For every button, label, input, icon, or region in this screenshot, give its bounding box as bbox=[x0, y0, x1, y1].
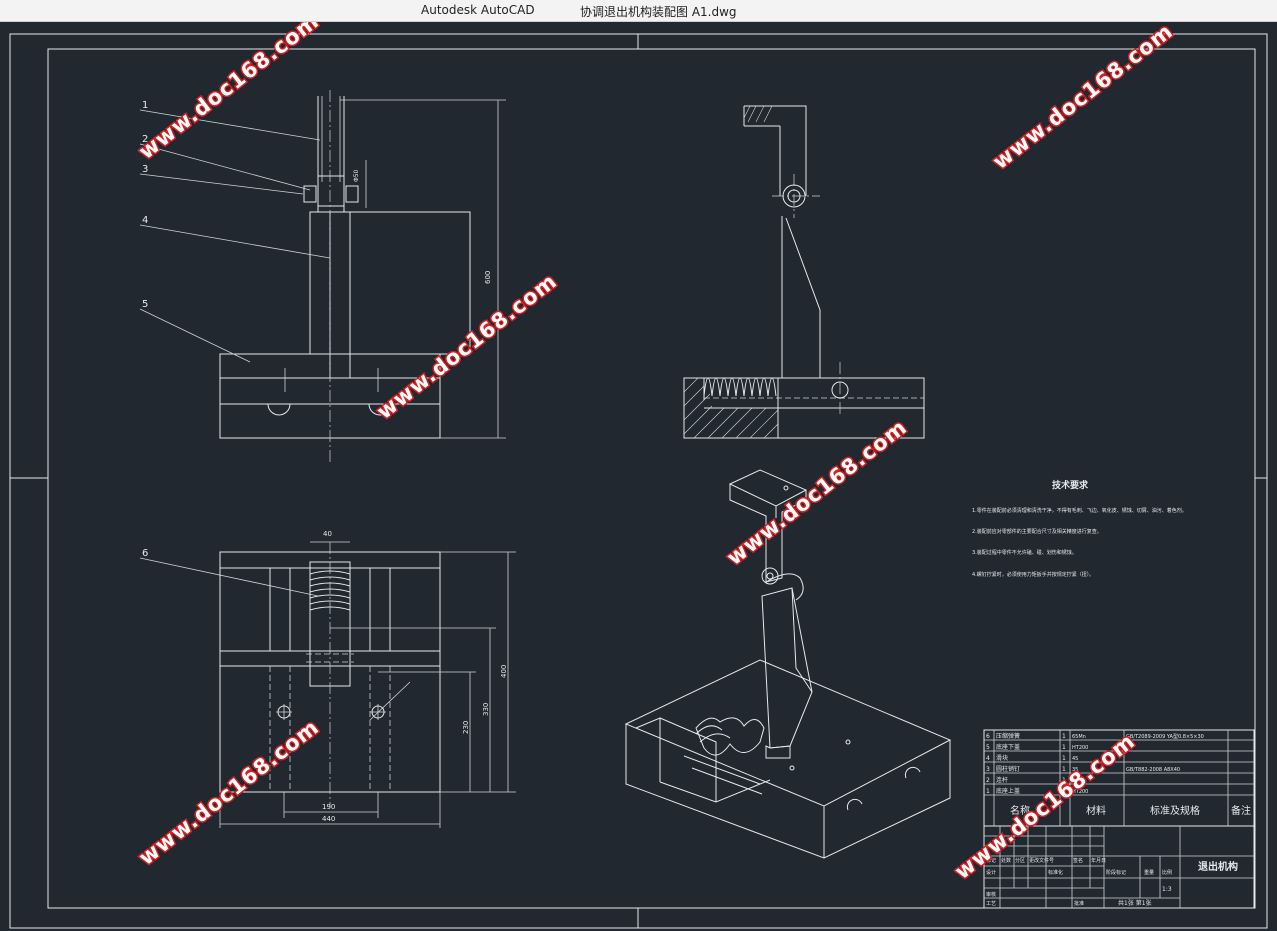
svg-text:审核: 审核 bbox=[986, 891, 996, 898]
bom-cell-material: HT200 bbox=[1072, 745, 1088, 751]
dim-440: 440 bbox=[322, 815, 335, 823]
bom-cell-standard: GB/T882-2008 A8X40 bbox=[1126, 767, 1180, 773]
bom-cell-name: 滑块 bbox=[996, 754, 1008, 762]
svg-text:标准及规格: 标准及规格 bbox=[1150, 804, 1200, 817]
watermark-3: www.doc168.com bbox=[372, 269, 561, 424]
svg-text:签名: 签名 bbox=[1073, 857, 1083, 864]
watermarks: www.doc168.com www.doc168.com www.doc168… bbox=[133, 22, 1179, 885]
dim-400: 400 bbox=[500, 665, 508, 678]
part-label-2: 2 bbox=[142, 134, 148, 145]
bom-cell-no: 2 bbox=[986, 777, 990, 784]
tech-item-2: 2.装配前应对零部件的主要配合尺寸及相关精度进行复查。 bbox=[972, 528, 1102, 535]
tech-item-3: 3.装配过程中零件不允许磕、碰、划伤和锈蚀。 bbox=[972, 549, 1077, 556]
bom-cell-material: 45 bbox=[1072, 778, 1078, 784]
scale-value: 1:3 bbox=[1162, 886, 1172, 893]
bom-cell-no: 6 bbox=[986, 733, 990, 740]
drawing-svg: 600 Φ50 1 2 3 4 5 6 bbox=[9, 22, 1268, 929]
bom-cell-qty: 1 bbox=[1062, 744, 1066, 751]
isometric-view bbox=[624, 469, 952, 859]
bom-cell-qty: 1 bbox=[1062, 766, 1066, 773]
bom-cell-qty: 1 bbox=[1062, 755, 1066, 762]
tech-item-1: 1.零件在装配前必须清理和清洗干净，不得有毛刺、飞边、氧化皮、锈蚀、切屑、油污、… bbox=[972, 507, 1187, 514]
top-view: 40 400 330 230 190 440 bbox=[219, 530, 516, 828]
bom-cell-name: 底座下盖 bbox=[996, 743, 1020, 751]
svg-text:材料: 材料 bbox=[1086, 804, 1106, 817]
bom-cell-material: HT200 bbox=[1072, 789, 1088, 795]
bom-cell-no: 4 bbox=[986, 755, 990, 762]
window-titlebar: Autodesk AutoCAD 协调退出机构装配图 A1.dwg bbox=[0, 0, 1277, 22]
bom-cell-qty: 1 bbox=[1062, 777, 1066, 784]
svg-text:分区: 分区 bbox=[1015, 857, 1025, 864]
bom-cell-name: 压缩弹簧 bbox=[996, 732, 1020, 740]
svg-text:备注: 备注 bbox=[1231, 804, 1251, 817]
part-label-5: 5 bbox=[142, 299, 148, 310]
svg-text:更改文件号: 更改文件号 bbox=[1029, 857, 1054, 864]
dim-190: 190 bbox=[322, 803, 335, 811]
svg-text:比例: 比例 bbox=[1162, 869, 1172, 876]
svg-text:标记: 标记 bbox=[986, 857, 996, 864]
bom-cell-standard: GB/T2089-2009 YA型0.8×5×30 bbox=[1126, 733, 1204, 740]
title-block: 标记 处数 分区 更改文件号 签名 年月日 设计 标准化 审核 工艺 批准 阶段… bbox=[983, 825, 1255, 909]
bom-cell-name: 连杆 bbox=[996, 776, 1008, 784]
svg-text:批准: 批准 bbox=[1074, 900, 1084, 907]
bom-cell-name: 底座上盖 bbox=[996, 787, 1020, 795]
svg-text:名称: 名称 bbox=[1010, 804, 1030, 817]
bom-cell-material: 45 bbox=[1072, 756, 1078, 762]
svg-text:年月日: 年月日 bbox=[1091, 857, 1106, 864]
watermark-1: www.doc168.com bbox=[134, 22, 323, 164]
drawing-canvas[interactable]: 600 Φ50 1 2 3 4 5 6 bbox=[0, 22, 1277, 931]
bom-rows: 6 压缩弹簧 1 65Mn GB/T2089-2009 YA型0.8×5×30 5 底座下盖… bbox=[986, 732, 1204, 795]
watermark-2: www.doc168.com bbox=[988, 22, 1177, 174]
part-label-6: 6 bbox=[142, 548, 148, 559]
part-leaders: 1 2 3 4 5 6 bbox=[139, 100, 331, 597]
section-view bbox=[683, 105, 925, 439]
part-label-4: 4 bbox=[142, 215, 148, 226]
bom-cell-material: 65Mn bbox=[1072, 734, 1086, 740]
svg-text:阶段标记: 阶段标记 bbox=[1106, 869, 1126, 876]
svg-text:工艺: 工艺 bbox=[986, 901, 996, 907]
sheet-count: 共1张 第1张 bbox=[1118, 899, 1152, 907]
bom-cell-name: 圆柱销钉 bbox=[996, 765, 1020, 773]
front-view: 600 Φ50 bbox=[219, 90, 506, 464]
dim-40: 40 bbox=[323, 530, 332, 538]
bom-cell-material: 35 bbox=[1072, 767, 1078, 773]
svg-text:标准化: 标准化 bbox=[1048, 869, 1063, 876]
part-label-1: 1 bbox=[142, 100, 148, 111]
tech-requirements: 技术要求 1.零件在装配前必须清理和清洗干净，不得有毛刺、飞边、氧化皮、锈蚀、切… bbox=[972, 479, 1187, 578]
part-label-3: 3 bbox=[142, 164, 148, 175]
drawing-title: 退出机构 bbox=[1198, 860, 1238, 873]
bom-cell-qty: 1 bbox=[1062, 788, 1066, 795]
app-name: Autodesk AutoCAD bbox=[421, 3, 535, 17]
dim-330: 330 bbox=[482, 703, 490, 716]
svg-text:Φ50: Φ50 bbox=[353, 169, 360, 182]
svg-text:重量: 重量 bbox=[1144, 869, 1154, 876]
bom-cell-no: 1 bbox=[986, 788, 990, 795]
base-hatch bbox=[683, 377, 779, 439]
tech-title: 技术要求 bbox=[1052, 479, 1089, 491]
bom-cell-no: 5 bbox=[986, 744, 990, 751]
bom-cell-qty: 1 bbox=[1062, 733, 1066, 740]
tech-item-4: 4.螺钉拧紧时，必须使用力矩扳手并按规定拧紧（扭）。 bbox=[972, 571, 1094, 578]
dim-height-600: 600 bbox=[484, 271, 492, 284]
svg-text:处数: 处数 bbox=[1001, 857, 1011, 864]
file-name: 协调退出机构装配图 A1.dwg bbox=[580, 5, 737, 19]
bom-header: 名称 材料 标准及规格 备注 bbox=[1010, 804, 1251, 817]
bom-cell-no: 3 bbox=[986, 766, 990, 773]
dim-230: 230 bbox=[462, 721, 470, 734]
svg-text:设计: 设计 bbox=[986, 869, 996, 876]
